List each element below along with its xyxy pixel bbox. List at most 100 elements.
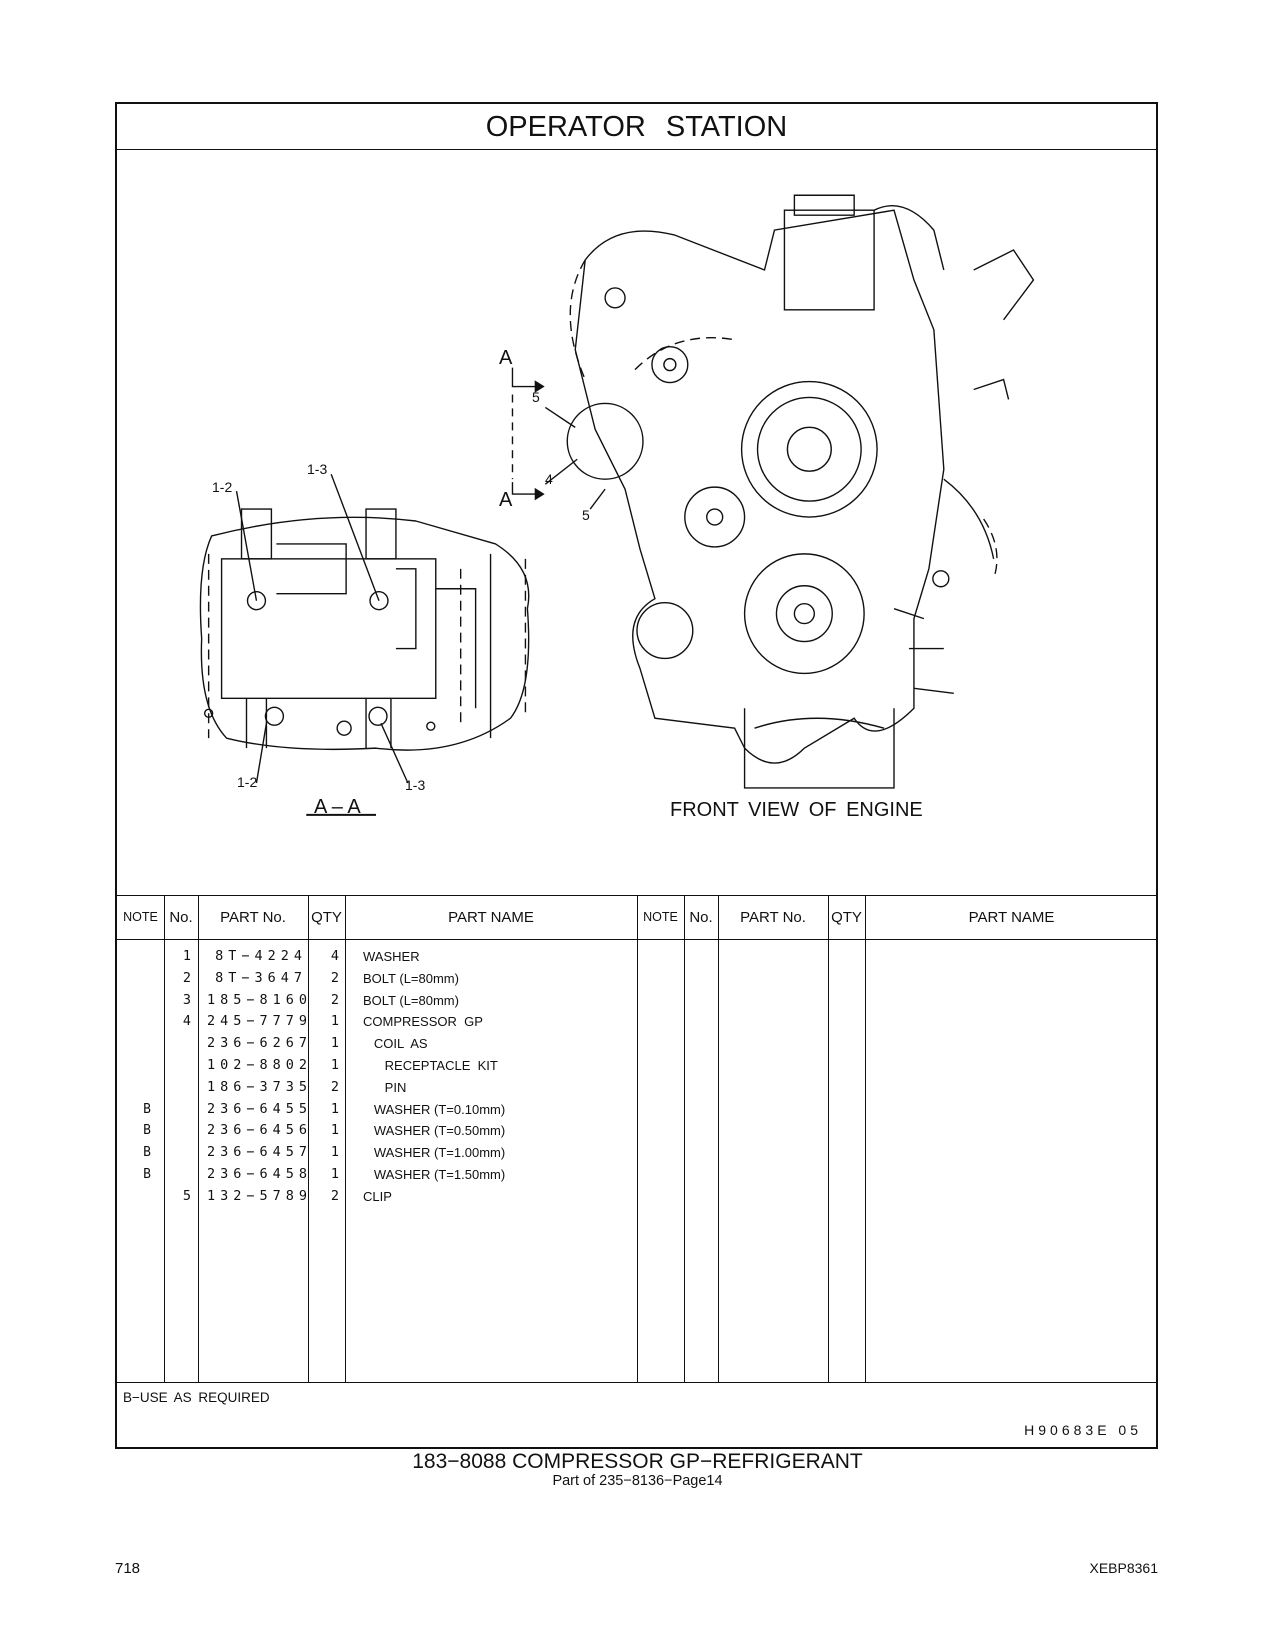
part-name-cell: COMPRESSOR GP	[363, 1014, 483, 1030]
number-cell: 3	[182, 991, 191, 1008]
note-cell: B	[143, 1167, 151, 1182]
callout-1-2-bottom: 1-2	[237, 774, 258, 790]
number-cell: 4	[182, 1013, 191, 1030]
page-number: 718	[115, 1560, 141, 1577]
table-row: 1 8T−4224 4 WASHER	[117, 946, 637, 968]
part-name-cell: PIN	[363, 1079, 407, 1095]
table-row: 3 185−8160 2 BOLT (L=80mm)	[117, 990, 637, 1012]
col-divider	[828, 895, 829, 1382]
section-arrows	[511, 367, 545, 501]
number-cell: 1	[182, 948, 191, 964]
table-row: B 236−6455 1 WASHER (T=0.10mm)	[117, 1099, 637, 1121]
table-row: 5 132−5789 2 CLIP	[117, 1186, 637, 1208]
view-label-front: FRONT VIEW OF ENGINE	[670, 799, 923, 821]
quantity-cell: 2	[330, 969, 339, 986]
note-cell: B	[143, 1145, 151, 1161]
quantity-cell: 1	[330, 1144, 339, 1161]
header-part-name: PART NAME	[448, 909, 534, 926]
part-number-cell: 236−6267	[207, 1035, 313, 1052]
note-cell: B	[143, 1123, 151, 1139]
table-row: B 236−6457 1 WASHER (T=1.00mm)	[117, 1142, 637, 1164]
part-number-cell: 236−6455	[207, 1100, 313, 1117]
section-marker-top: A	[499, 347, 513, 369]
part-name-cell: COIL AS	[363, 1036, 428, 1052]
table-row: 186−3735 2 PIN	[117, 1077, 637, 1099]
table-row: 2 8T−3647 2 BOLT (L=80mm)	[117, 968, 637, 990]
note-cell: B	[143, 1101, 151, 1117]
header-part-name-2: PART NAME	[968, 909, 1055, 926]
header-note-2: NOTE	[643, 910, 678, 924]
number-cell: 5	[182, 1187, 191, 1204]
number-cell: 2	[182, 969, 191, 986]
table-row: 102−8802 1 RECEPTACLE KIT	[117, 1055, 637, 1077]
document-code: XEBP8361	[1089, 1560, 1159, 1576]
parts-drawing: 1-2 1-3 1-2 1-3 5 4 5 A A A – A FRONT VI…	[117, 149, 1156, 895]
header-qty: QTY	[311, 909, 342, 926]
caption-main: 183−8088 COMPRESSOR GP−REFRIGERANT	[412, 1450, 863, 1473]
callout-1-2-top: 1-2	[212, 479, 233, 495]
quantity-cell: 2	[330, 991, 339, 1008]
callout-4: 4	[545, 471, 553, 487]
part-name-cell: WASHER (T=0.10mm)	[363, 1101, 506, 1117]
col-divider	[718, 895, 719, 1382]
part-name-cell: RECEPTACLE KIT	[363, 1058, 498, 1073]
part-name-cell: WASHER	[363, 949, 420, 964]
table-center-divider	[637, 895, 638, 1382]
part-number-cell: 8T−3647	[215, 969, 307, 986]
col-divider	[684, 895, 685, 1382]
col-divider	[308, 895, 309, 1382]
quantity-cell: 1	[330, 1166, 339, 1182]
col-divider	[865, 895, 866, 1382]
parts-sheet-frame: OPERATOR STATION	[115, 102, 1158, 1449]
quantity-cell: 1	[330, 1100, 339, 1117]
quantity-cell: 1	[330, 1013, 339, 1030]
section-marker-bottom: A	[499, 489, 513, 511]
quantity-cell: 4	[330, 948, 339, 964]
table-row: 4 245−7779 1 COMPRESSOR GP	[117, 1011, 637, 1033]
page-title: OPERATOR STATION	[117, 104, 1156, 150]
table-header: NOTE No. PART No. QTY PART NAME NOTE No.…	[117, 895, 1156, 940]
callout-5-upper: 5	[532, 389, 540, 405]
section-view-a-a	[199, 473, 530, 816]
header-part-no-2: PART No.	[740, 909, 806, 926]
quantity-cell: 2	[330, 1078, 339, 1095]
part-name-cell: BOLT (L=80mm)	[363, 992, 459, 1008]
note-legend: B−USE AS REQUIRED	[123, 1390, 270, 1405]
quantity-cell: 2	[330, 1187, 339, 1204]
quantity-cell: 1	[330, 1122, 339, 1139]
engine-front-view	[544, 194, 1035, 789]
col-divider	[198, 895, 199, 1382]
part-name-cell: WASHER (T=1.00mm)	[363, 1145, 506, 1161]
part-number-cell: 186−3735	[207, 1078, 313, 1095]
callout-5-lower: 5	[582, 507, 590, 523]
part-number-cell: 236−6457	[207, 1144, 313, 1161]
header-no-2: No.	[689, 909, 713, 926]
part-name-cell: WASHER (T=1.50mm)	[363, 1167, 506, 1182]
callout-1-3-top: 1-3	[307, 461, 328, 477]
drawing-code: H90683E 05	[1024, 1422, 1142, 1438]
view-label-a-a: A – A	[314, 796, 361, 818]
table-footer-rule	[117, 1382, 1156, 1383]
part-number-cell: 8T−4224	[215, 948, 307, 964]
caption-sub: Part of 235−8136−Page14	[552, 1473, 723, 1489]
part-number-cell: 185−8160	[207, 991, 313, 1008]
quantity-cell: 1	[330, 1057, 339, 1073]
part-number-cell: 102−8802	[207, 1057, 313, 1073]
part-number-cell: 132−5789	[207, 1187, 313, 1204]
header-part-no: PART No.	[220, 909, 286, 926]
header-qty-2: QTY	[831, 909, 862, 926]
part-name-cell: BOLT (L=80mm)	[363, 970, 459, 986]
table-row: B 236−6458 1 WASHER (T=1.50mm)	[117, 1164, 637, 1186]
part-name-cell: CLIP	[363, 1188, 392, 1204]
table-row: 236−6267 1 COIL AS	[117, 1033, 637, 1055]
part-number-cell: 236−6456	[207, 1122, 313, 1139]
header-no: No.	[169, 909, 193, 926]
part-number-cell: 245−7779	[207, 1013, 313, 1030]
quantity-cell: 1	[330, 1035, 339, 1052]
part-number-cell: 236−6458	[207, 1166, 313, 1182]
col-divider	[345, 895, 346, 1382]
callout-1-3-bottom: 1-3	[405, 777, 426, 793]
col-divider	[164, 895, 165, 1382]
header-note: NOTE	[123, 910, 158, 924]
